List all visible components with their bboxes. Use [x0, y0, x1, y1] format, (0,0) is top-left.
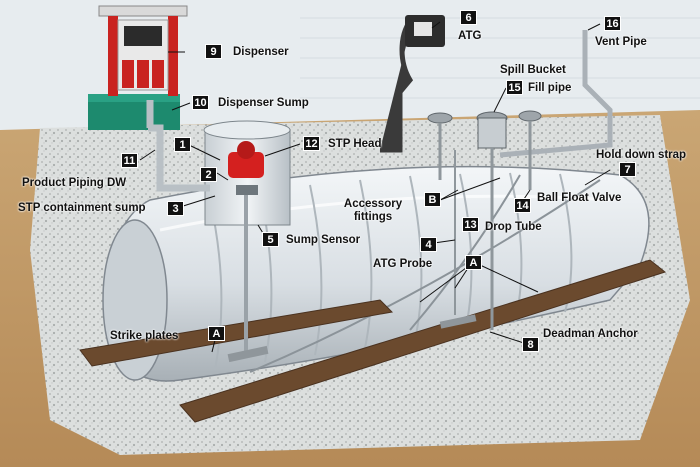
- label-drop-tube: Drop Tube: [485, 221, 542, 233]
- label-vent-pipe: Vent Pipe: [595, 36, 647, 48]
- badge-1: 1: [174, 137, 191, 152]
- label-strike-plates: Strike plates: [110, 330, 179, 342]
- label-hold-down-strap: Hold down strap: [596, 149, 687, 161]
- badge-7: 7: [619, 162, 636, 177]
- badge-2: 2: [200, 167, 217, 182]
- badge-13: 13: [462, 217, 479, 232]
- badge-4: 4: [420, 237, 437, 252]
- badge-3: 3: [167, 201, 184, 216]
- manholes: [427, 110, 542, 330]
- atg-screen: [414, 22, 432, 36]
- badge-a-upper: A: [465, 255, 482, 270]
- label-deadman-anchor: Deadman Anchor: [543, 328, 638, 340]
- label-fill-pipe: Fill pipe: [528, 82, 572, 94]
- badge-14: 14: [514, 198, 531, 213]
- label-product-piping: Product Piping DW: [22, 177, 127, 189]
- product-piping-line: [148, 124, 210, 192]
- badge-12: 12: [303, 136, 320, 151]
- wall-brick-lines: [300, 17, 700, 99]
- label-spill-bucket: Spill Bucket: [500, 64, 566, 76]
- badge-a-lower: A: [208, 326, 225, 341]
- dispenser-body: [98, 5, 188, 96]
- label-sump-sensor: Sump Sensor: [286, 234, 361, 246]
- label-atg-probe: ATG Probe: [373, 258, 433, 270]
- island-top: [88, 94, 180, 102]
- deadman-anchor-back: [79, 299, 394, 367]
- label-atg: ATG: [458, 30, 482, 42]
- label-accessory-fittings: Accessory fittings: [343, 198, 403, 223]
- label-stp-containment-sump: STP containment sump: [18, 202, 146, 214]
- stp-head-red: [228, 141, 264, 178]
- badge-16: 16: [604, 16, 621, 31]
- badge-6: 6: [460, 10, 477, 25]
- badge-5: 5: [262, 232, 279, 247]
- label-ball-float-valve: Ball Float Valve: [537, 192, 622, 204]
- badge-10: 10: [192, 95, 209, 110]
- badge-b: B: [424, 192, 441, 207]
- badge-11: 11: [121, 153, 138, 168]
- label-dispenser: Dispenser: [233, 46, 289, 58]
- badge-15: 15: [506, 80, 523, 95]
- label-stp-head: STP Head: [328, 138, 382, 150]
- label-dispenser-sump: Dispenser Sump: [218, 97, 309, 109]
- badge-9: 9: [205, 44, 222, 59]
- strike-plates: [227, 314, 477, 363]
- vent-pipe-line: [499, 30, 613, 158]
- badge-8: 8: [522, 337, 539, 352]
